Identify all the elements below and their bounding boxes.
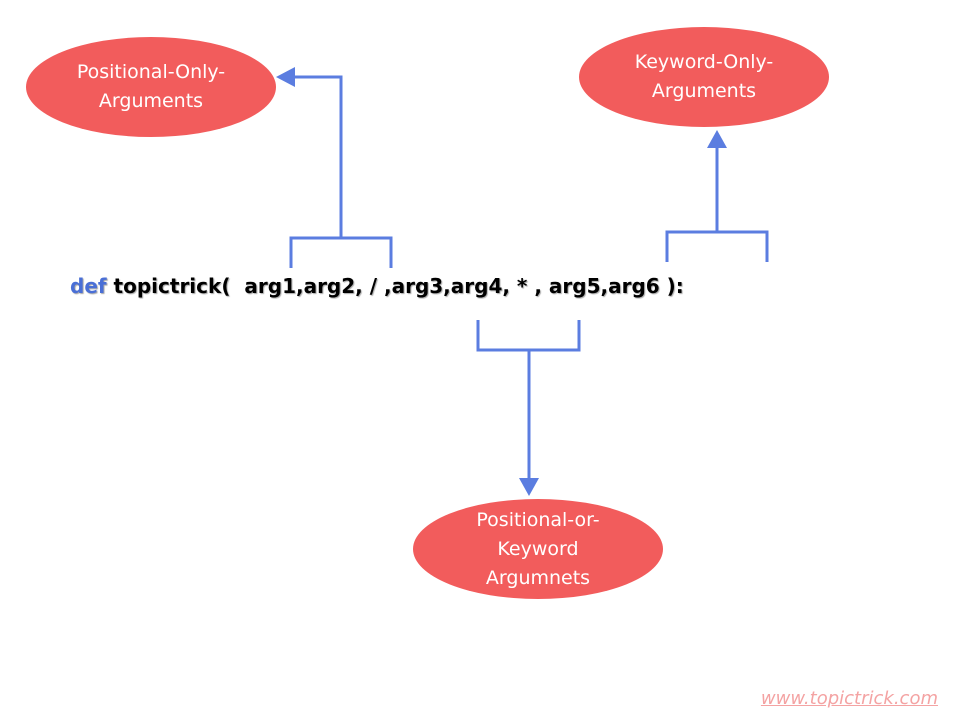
def-keyword: def	[70, 274, 107, 298]
positional-only-connector	[292, 75, 343, 238]
positional-or-keyword-label-line1: Positional-or-	[476, 508, 600, 531]
down-arrowhead-icon	[519, 478, 539, 496]
signature-text: topictrick( arg1,arg2, / ,arg3,arg4, * ,…	[106, 274, 684, 298]
keyword-only-bracket	[665, 230, 769, 262]
up-arrowhead-icon	[707, 130, 727, 148]
watermark-link[interactable]: www.topictrick.com	[760, 688, 938, 709]
positional-or-keyword-bracket	[476, 320, 581, 352]
left-arrowhead-icon	[276, 67, 295, 87]
keyword-only-node: Keyword-Only- Arguments	[579, 27, 829, 127]
positional-or-keyword-label-line3: Argumnets	[485, 566, 591, 589]
positional-only-label-line1: Positional-Only-	[76, 61, 226, 83]
keyword-only-label-line1: Keyword-Only-	[634, 51, 774, 73]
positional-only-bracket	[289, 236, 393, 268]
positional-or-keyword-label-line2: Keyword	[497, 537, 579, 560]
keyword-only-label-line2: Arguments	[651, 80, 757, 102]
positional-only-label-line2: Arguments	[98, 90, 204, 112]
positional-or-keyword-node: Positional-or- Keyword Argumnets	[413, 499, 663, 599]
function-signature: def topictrick( arg1,arg2, / ,arg3,arg4,…	[70, 274, 684, 298]
positional-only-node: Positional-Only- Arguments	[26, 37, 276, 137]
